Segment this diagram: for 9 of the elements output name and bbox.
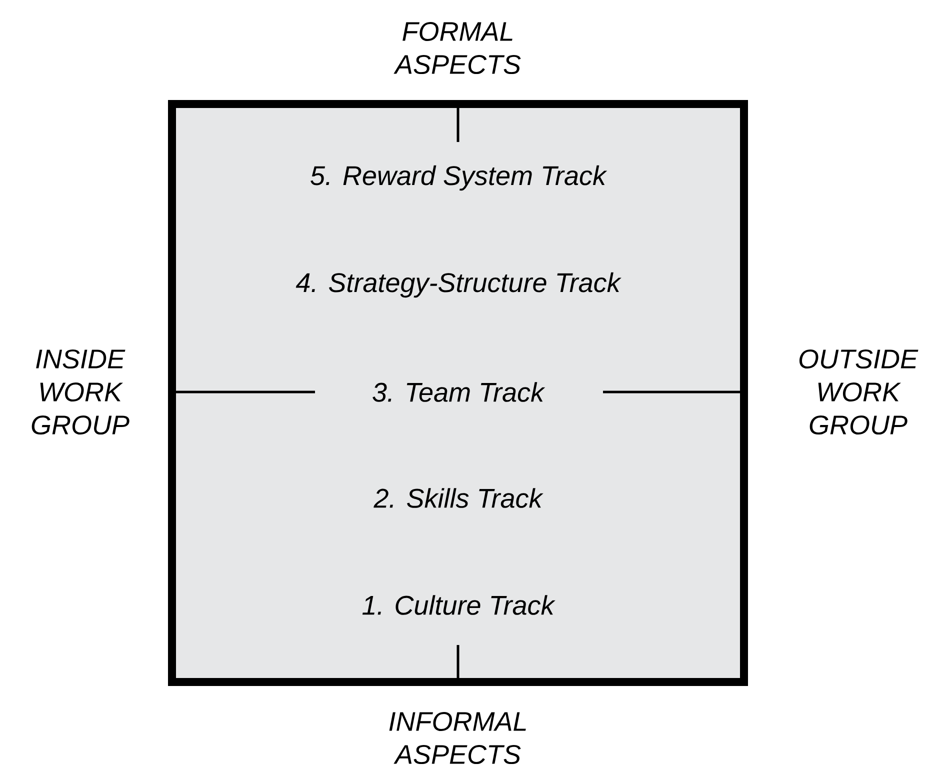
track-label: 5. Reward System Track [310, 165, 608, 191]
track-label: 3. Team Track [372, 382, 546, 402]
axis-label: OUTSIDE WORK GROUP [799, 349, 918, 435]
track-label: 2. Skills Track [374, 488, 544, 508]
track-label: 1. Culture Track [362, 595, 556, 615]
axis-label: FORMAL ASPECTS [394, 22, 521, 74]
axis-label: INFORMAL ASPECTS [389, 712, 526, 764]
track-label: 4. Strategy-Structure Track [296, 272, 622, 298]
axis-label: INSIDE WORK GROUP [32, 349, 130, 435]
